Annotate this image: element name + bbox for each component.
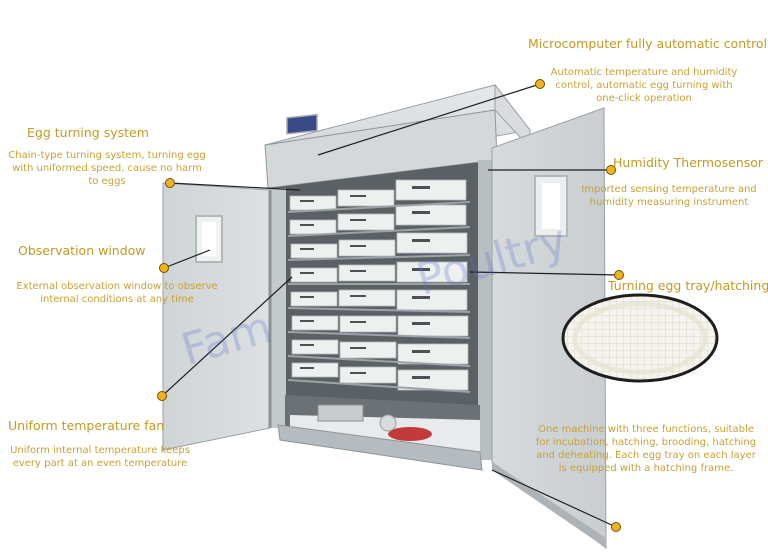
callout-title-microcomputer: Microcomputer fully automatic control [528, 36, 768, 51]
callout-dot-multi-function [611, 522, 621, 532]
callout-title-fan: Uniform temperature fan [8, 418, 165, 433]
callout-dot-egg-turning [165, 178, 175, 188]
callout-desc-observation: External observation window to observe i… [16, 281, 218, 305]
callout-dot-fan [157, 391, 167, 401]
callout-desc-microcomputer: Automatic temperature and humidity contr… [550, 67, 738, 104]
callout-dot-turning-tray [614, 270, 624, 280]
callout-dot-microcomputer [535, 79, 545, 89]
callout-dot-observation [159, 263, 169, 273]
callout-desc-egg-turning: Chain-type turning system, turning egg w… [8, 150, 206, 187]
callout-title-egg-turning: Egg turning system [27, 125, 149, 140]
callout-desc-fan: Uniform internal temperature keeps every… [10, 445, 190, 469]
callout-desc-multi-function: One machine with three functions, suitab… [535, 424, 757, 474]
leader-lines [161, 83, 620, 528]
callout-title-turning-tray: Turning egg tray/hatching [608, 278, 768, 293]
egg-tray-rack [287, 179, 471, 393]
callout-title-humidity: Humidity Thermosensor [613, 155, 764, 170]
egg-tray-closeup [561, 293, 719, 383]
callout-dot-humidity [606, 165, 616, 175]
callout-title-observation: Observation window [18, 243, 146, 258]
callout-desc-humidity: Imported sensing temperature and humidit… [581, 184, 757, 208]
control-panel [286, 113, 318, 135]
